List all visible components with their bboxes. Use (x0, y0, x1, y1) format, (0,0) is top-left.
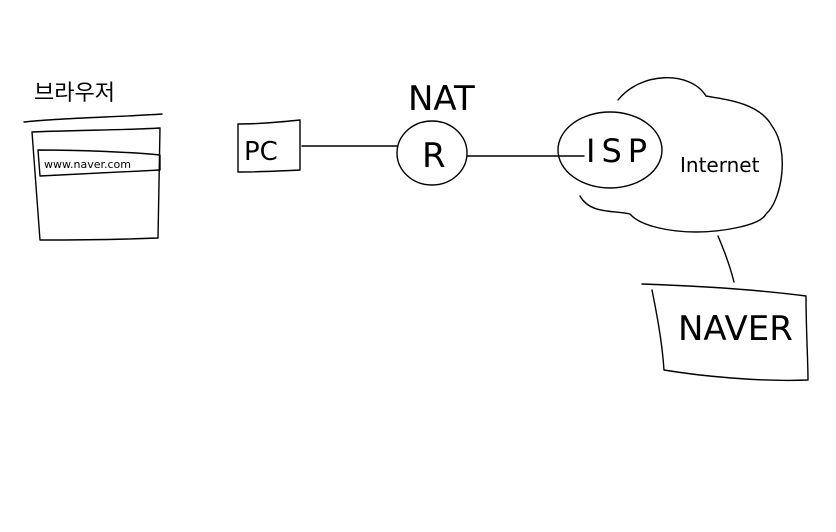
browser-title: 브라우저 (34, 81, 115, 106)
server-label: NAVER (678, 309, 793, 349)
server-node: NAVER (641, 283, 809, 382)
router-caption: NAT (408, 79, 475, 119)
router-node: NAT R (396, 79, 475, 186)
browser-frame (31, 127, 161, 241)
internet-cloud: ISP Internet (557, 77, 783, 233)
browser-window: 브라우저 www.naver.com (23, 81, 163, 241)
cloud-outline (579, 77, 783, 233)
pc-box (237, 119, 301, 173)
isp-ellipse (557, 111, 663, 189)
pc-node: PC (237, 119, 301, 173)
server-box (641, 283, 809, 382)
router-circle (396, 120, 468, 186)
router-label: R (422, 136, 446, 176)
isp-label: ISP (586, 132, 653, 170)
browser-address-bar (37, 149, 161, 177)
link-cloud-server (717, 235, 735, 283)
pc-label: PC (244, 137, 278, 167)
browser-url: www.naver.com (44, 158, 131, 171)
browser-title-underline (23, 113, 163, 123)
internet-label: Internet (680, 153, 760, 177)
